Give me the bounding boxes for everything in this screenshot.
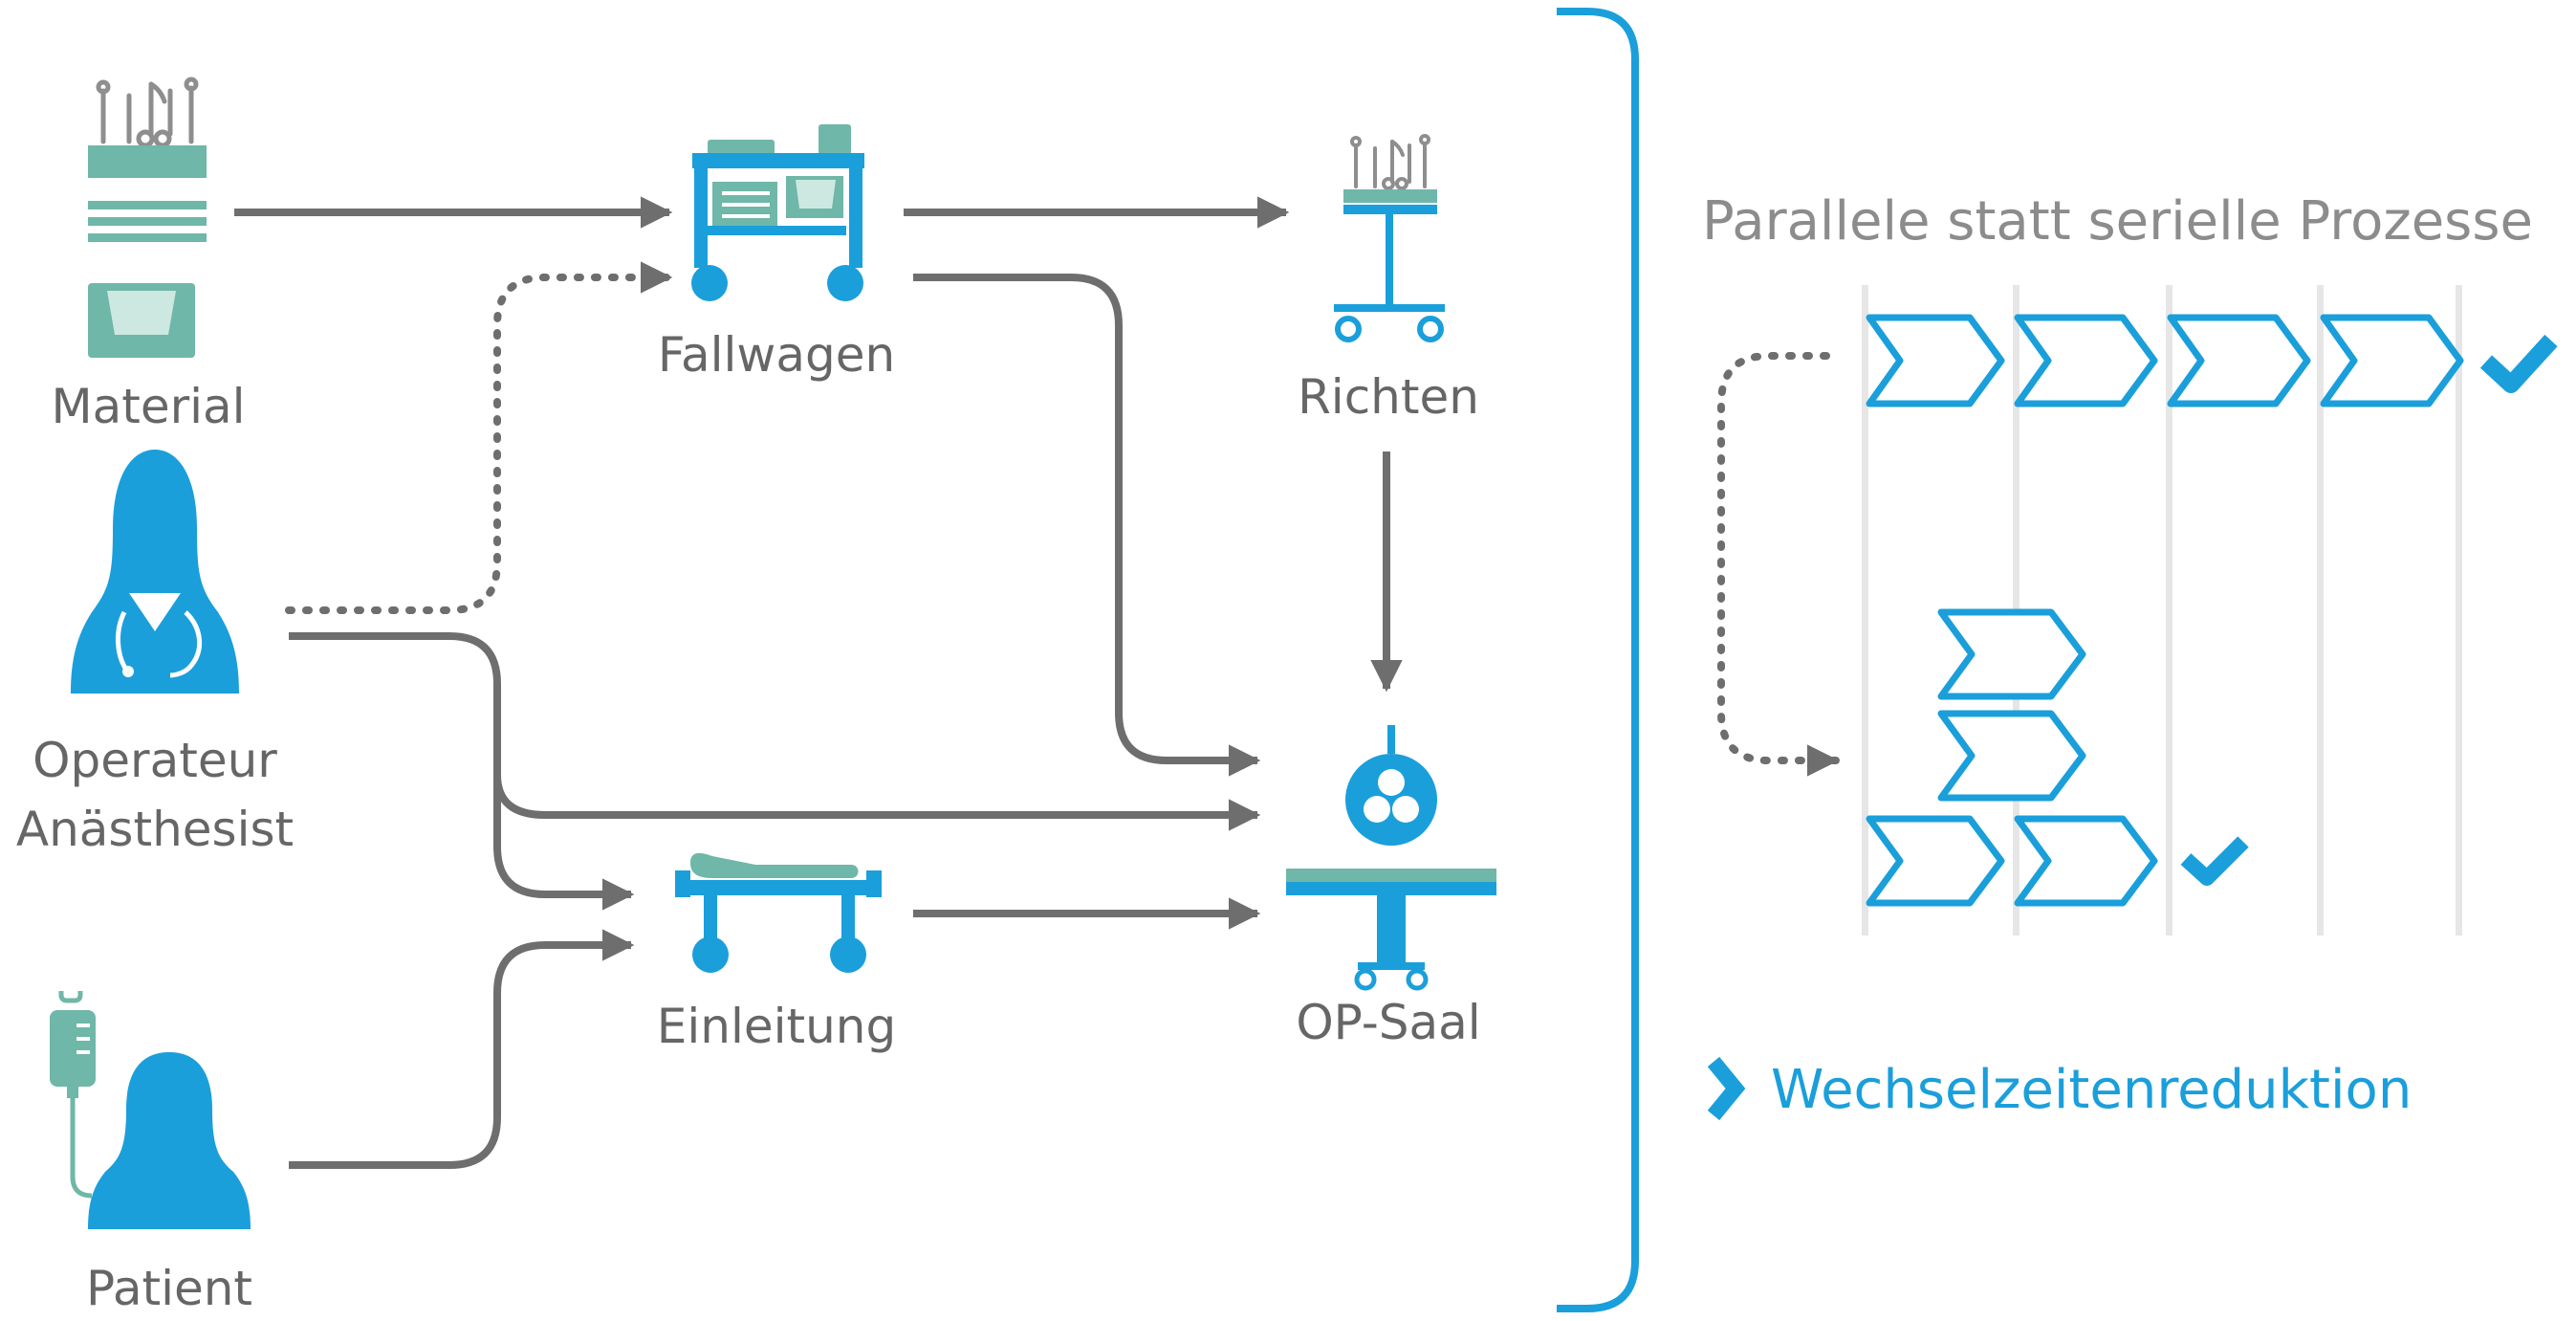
parallel-step-3 bbox=[1866, 815, 2005, 907]
panel-heading: Parallele statt serielle Prozesse bbox=[1702, 190, 2533, 253]
serial-step-3 bbox=[2167, 314, 2311, 407]
arrow-operateur-fallwagen-dotted bbox=[285, 261, 673, 614]
right-brace bbox=[1557, 8, 1639, 1312]
serial-process-steps bbox=[1866, 314, 2464, 407]
case-cart-icon bbox=[691, 124, 864, 301]
arrow-patient-einleitung bbox=[289, 929, 635, 1169]
arrow-fallwagen-opsaal bbox=[913, 274, 1261, 777]
parallel-process-steps bbox=[1866, 608, 2158, 907]
chevron-right-icon bbox=[1707, 1056, 1746, 1121]
checkmark-icon bbox=[2180, 836, 2249, 886]
stretcher-icon bbox=[675, 852, 882, 973]
parallel-step-1 bbox=[1937, 608, 2086, 700]
label-fallwagen: Fallwagen bbox=[658, 327, 895, 383]
label-richten: Richten bbox=[1298, 369, 1479, 425]
label-patient: Patient bbox=[86, 1261, 252, 1316]
serial-step-4 bbox=[2320, 314, 2464, 407]
arrow-serial-to-parallel-dotted bbox=[1717, 352, 1840, 777]
label-operateur-line2: Anästhesist bbox=[16, 802, 294, 857]
checkmark-icon bbox=[2479, 334, 2558, 393]
arrow-operateur-einleitung bbox=[493, 746, 635, 911]
parallel-step-4 bbox=[2014, 815, 2158, 907]
arrow-operateur-opsaal bbox=[289, 632, 1261, 831]
label-operateur-line1: Operateur bbox=[33, 733, 277, 788]
label-einleitung: Einleitung bbox=[657, 999, 896, 1054]
label-op-saal: OP-Saal bbox=[1296, 995, 1480, 1050]
parallel-step-2 bbox=[1937, 710, 2086, 802]
surgical-instruments-tray-icon bbox=[88, 77, 207, 358]
serial-step-1 bbox=[1866, 314, 2005, 407]
doctor-with-stethoscope-icon bbox=[71, 450, 239, 694]
label-material: Material bbox=[51, 379, 245, 434]
serial-step-2 bbox=[2014, 314, 2158, 407]
operating-table-with-lamp-icon bbox=[1286, 725, 1496, 991]
panel-result: Wechselzeitenreduktion bbox=[1771, 1059, 2412, 1121]
patient-with-iv-drip-icon bbox=[50, 991, 251, 1229]
connectors bbox=[234, 196, 1403, 1169]
instrument-table-icon bbox=[1334, 134, 1445, 342]
